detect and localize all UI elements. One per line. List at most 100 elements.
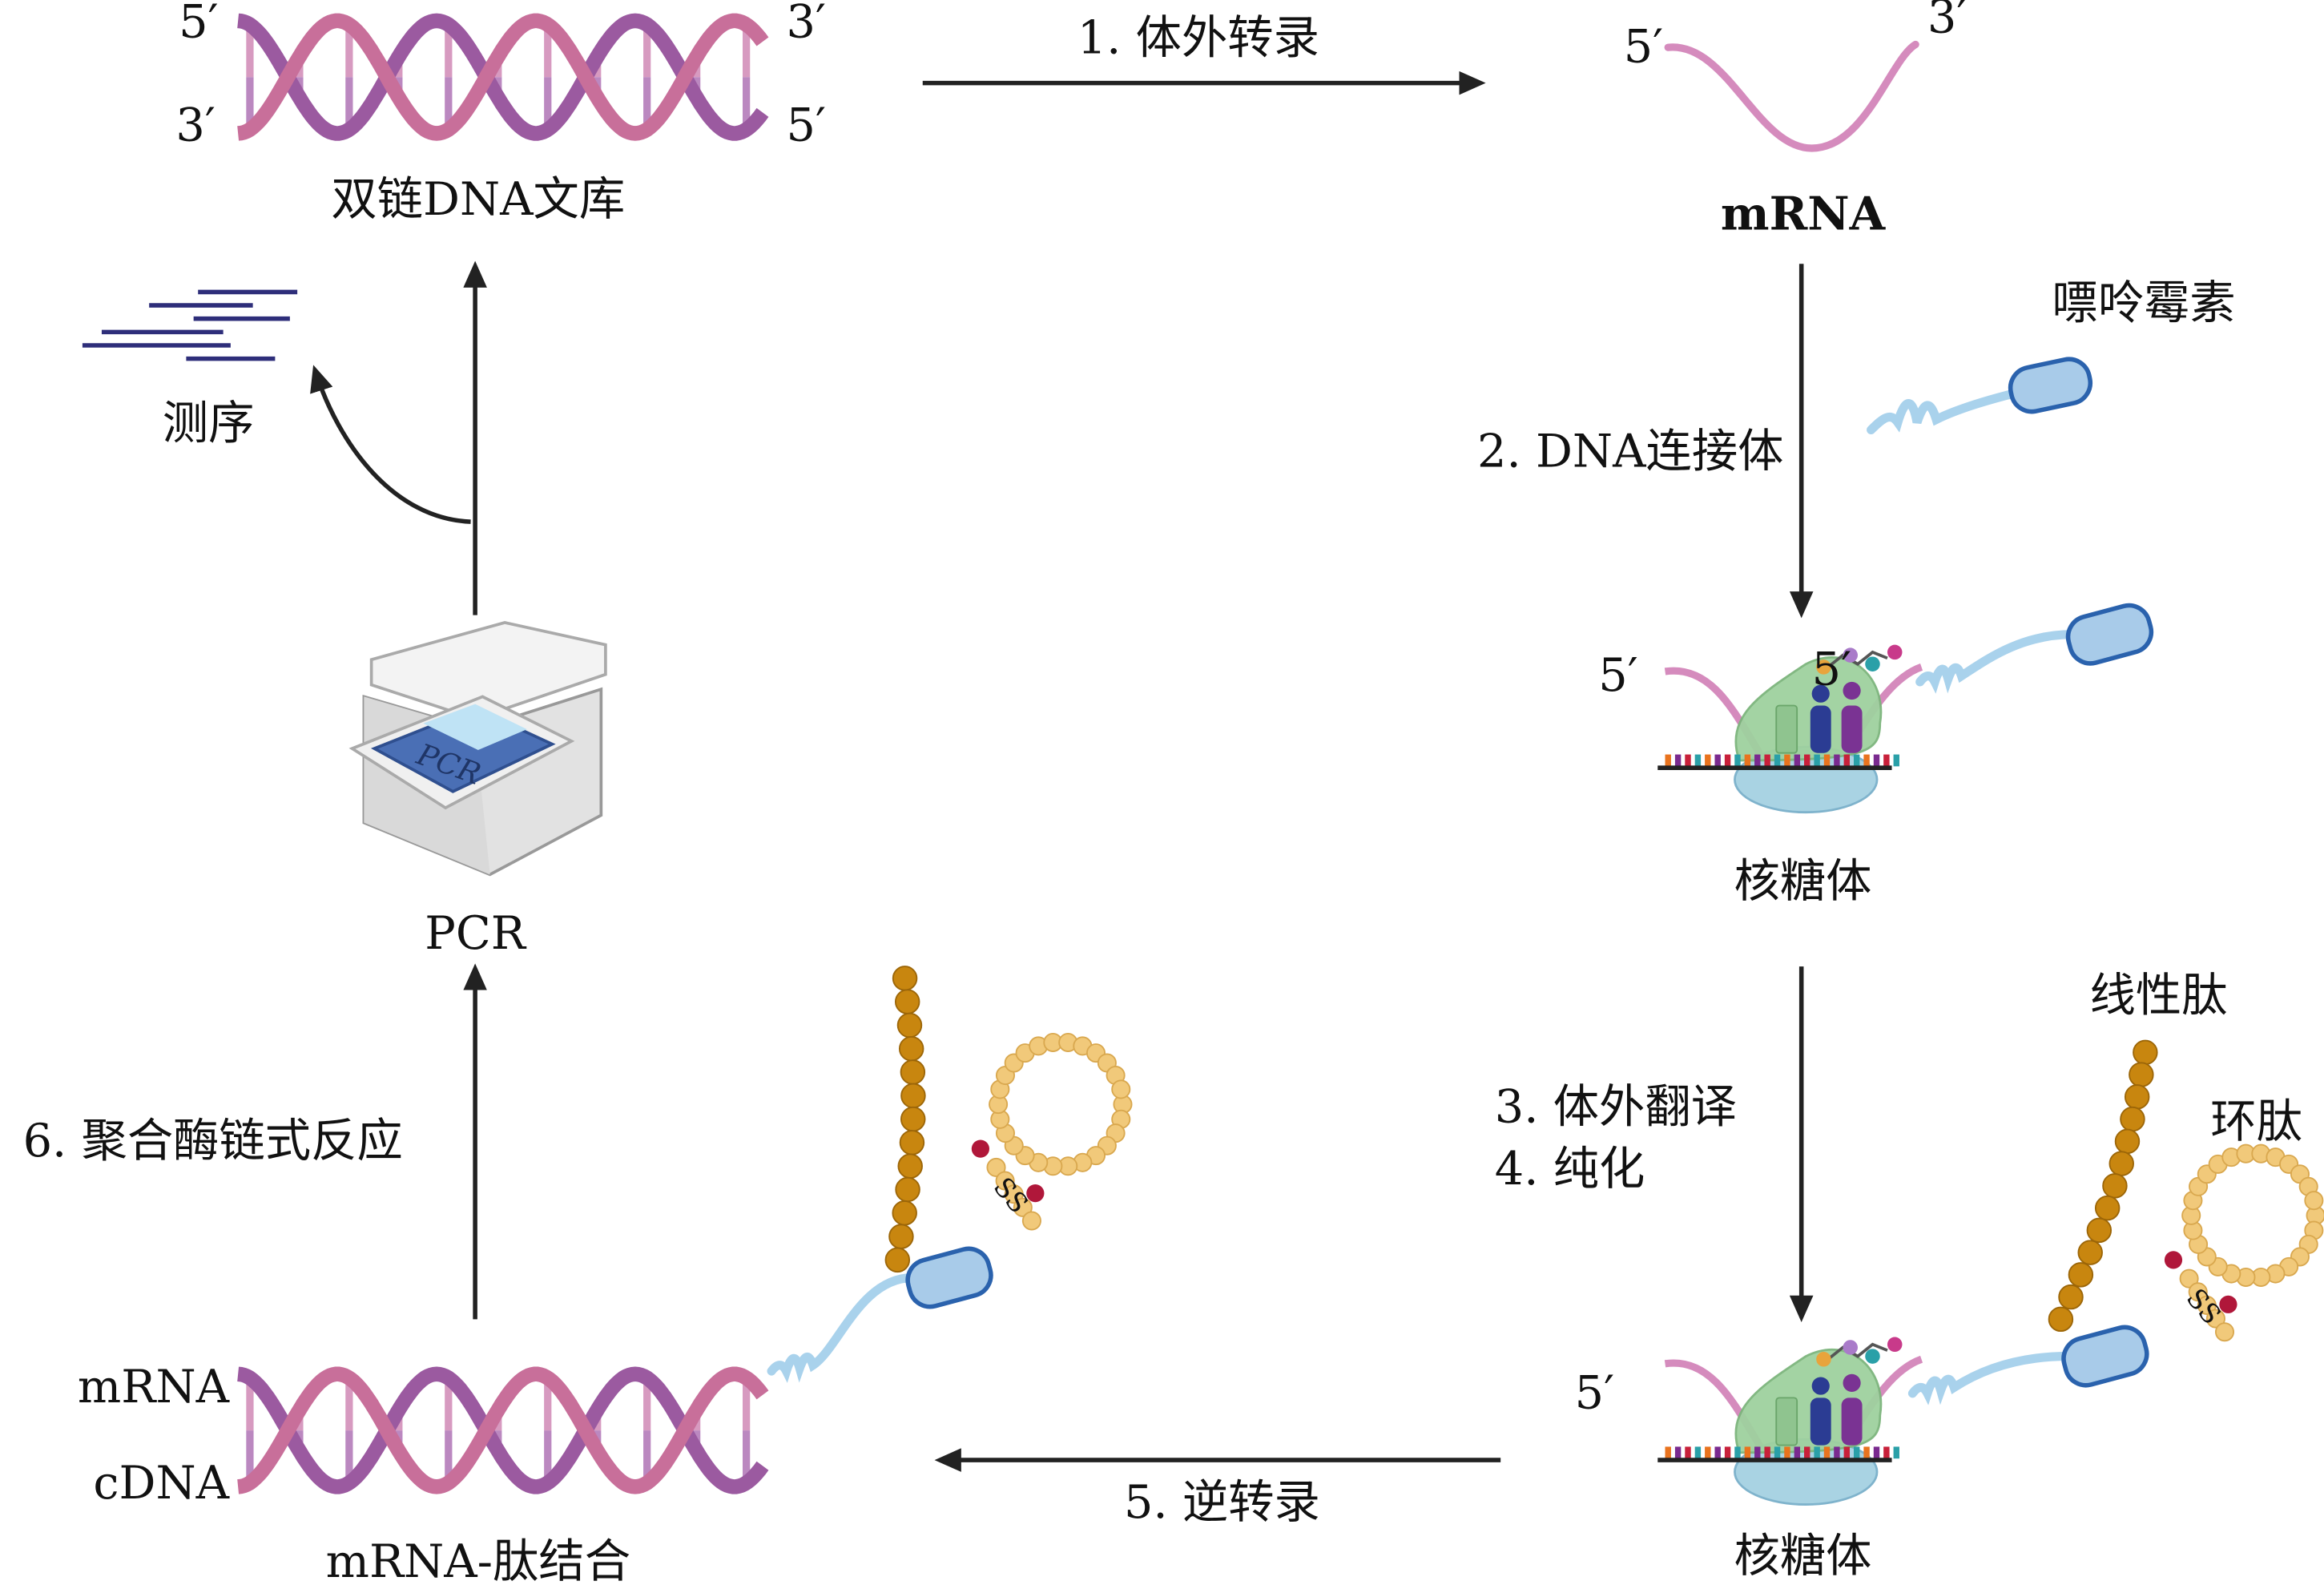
amino-acid <box>1816 1352 1831 1367</box>
amino-acid <box>1843 1340 1858 1355</box>
nucleotide <box>1863 1446 1870 1459</box>
mrna-3prime: 3′ <box>1927 0 1967 44</box>
nucleotide <box>1694 1446 1702 1459</box>
puromycin-capsule-icon <box>2065 603 2154 666</box>
dna-strand <box>237 13 769 141</box>
ribosome-site <box>1775 1397 1798 1446</box>
nucleotide <box>1764 754 1770 767</box>
nucleotide <box>1873 754 1880 767</box>
library-3prime-top: 3′ <box>787 0 827 48</box>
sequencing-label: 测序 <box>163 397 255 450</box>
amino-acid-bead <box>2058 1284 2084 1310</box>
amino-acid-bead <box>900 1106 926 1132</box>
strand-cdna-label: cDNA <box>93 1456 229 1510</box>
amino-acid-bead <box>888 1224 914 1249</box>
cyclic-bead <box>1013 1197 1033 1217</box>
amino-acid-bead <box>900 1059 926 1085</box>
ribosome-site <box>1775 704 1798 754</box>
dna-library-helix <box>237 13 769 141</box>
mrna-cdna-helix <box>237 1366 769 1494</box>
linker <box>767 1272 917 1383</box>
amino-acid-bead <box>898 1036 924 1062</box>
cyclic-bead <box>995 1171 1015 1191</box>
amino-acid <box>1865 1349 1880 1364</box>
puromycin-linker <box>1867 357 2093 434</box>
trna-icon <box>1810 1397 1831 1446</box>
nucleotide <box>1834 1446 1840 1459</box>
step6-label: 6. 聚合酶链式反应 <box>23 1114 403 1168</box>
nucleotide <box>1843 1446 1850 1459</box>
nucleotide <box>1724 754 1731 767</box>
amino-acid-bead <box>896 1012 923 1038</box>
amino-acid-bead <box>2124 1084 2150 1110</box>
linear-peptide-label: 线性肽 <box>2089 969 2227 1022</box>
library-5prime-bottom: 5′ <box>787 99 827 152</box>
trna-icon <box>1843 681 1861 700</box>
puromycin-capsule-icon <box>2061 1325 2149 1388</box>
amino-acid-bead <box>2109 1151 2134 1176</box>
nucleotide <box>1893 1446 1899 1459</box>
cyclic-bead <box>986 1157 1006 1177</box>
puromycin-capsule-icon <box>2008 357 2093 414</box>
amino-acid-bead <box>897 1153 923 1179</box>
amino-acid-bead <box>900 1083 926 1109</box>
ribosome2-label: 核糖体 <box>1734 1529 1872 1583</box>
amino-acid <box>1843 647 1858 663</box>
cysteine <box>971 1139 989 1158</box>
amino-acid-bead <box>2077 1240 2103 1265</box>
nucleotide <box>1754 1446 1761 1459</box>
nucleotide <box>1863 754 1870 767</box>
amino-acid-bead <box>895 1176 920 1203</box>
trna-icon <box>1841 705 1863 753</box>
dna-strand <box>237 1366 769 1494</box>
amino-acid-bead <box>2068 1262 2094 1288</box>
cyclic-bead <box>1111 1079 1131 1099</box>
nucleotide <box>1814 1446 1820 1459</box>
nucleotide <box>1774 754 1781 767</box>
cysteine <box>1026 1184 1045 1203</box>
cyclic-bead <box>2197 1295 2217 1315</box>
amino-acid-bead <box>2102 1173 2128 1199</box>
nucleotide <box>1834 754 1840 767</box>
amino-acid-bead <box>894 989 920 1014</box>
pcr-label: PCR <box>425 906 526 960</box>
step3-label: 3. 体外翻译 <box>1495 1079 1737 1133</box>
conjugate-label: mRNA-肽结合 <box>326 1535 630 1588</box>
step5-label: 5. 逆转录 <box>1124 1475 1320 1529</box>
conjugate-peptides: SS <box>767 966 1133 1383</box>
amino-acid-bead <box>2133 1039 2158 1066</box>
nucleotide <box>1853 1446 1860 1459</box>
cyclic-bead <box>2188 1282 2208 1302</box>
nucleotide <box>1724 1446 1731 1459</box>
nucleotide <box>1744 1446 1751 1459</box>
amino-acid-bead <box>899 1130 925 1155</box>
cyclic-bead <box>2214 1322 2235 1342</box>
dna-strand <box>237 1366 769 1494</box>
library-3prime-bottom: 3′ <box>175 99 215 152</box>
linker <box>1915 630 2077 694</box>
library-label: 双链DNA文库 <box>331 172 625 226</box>
nucleotide <box>1814 754 1820 767</box>
trna-icon <box>1841 1397 1863 1446</box>
mrna-label: mRNA <box>1721 187 1887 241</box>
ribosome2-5prime: 5′ <box>1575 1365 1614 1419</box>
step1-label: 1. 体外转录 <box>1077 11 1319 65</box>
cyclic-peptide-label: 环肽 <box>2210 1095 2302 1148</box>
nucleotide <box>1674 1446 1682 1459</box>
amino-acid-bead <box>892 1200 917 1226</box>
trna-icon <box>1810 705 1831 753</box>
trna-icon <box>1811 684 1830 703</box>
nucleotide <box>1744 754 1751 767</box>
nucleotide <box>1784 754 1790 767</box>
nucleotide <box>1714 1446 1721 1459</box>
amino-acid <box>1816 659 1831 675</box>
nucleotide <box>1714 754 1721 767</box>
nucleotide <box>1784 1446 1790 1459</box>
nucleotide <box>1794 754 1801 767</box>
ribosome1-5prime: 5′ <box>1598 648 1637 702</box>
nucleotide <box>1873 1446 1880 1459</box>
amino-acid-bead <box>2086 1217 2113 1244</box>
nucleotide <box>1843 754 1850 767</box>
amino-acid-bead <box>892 966 918 991</box>
